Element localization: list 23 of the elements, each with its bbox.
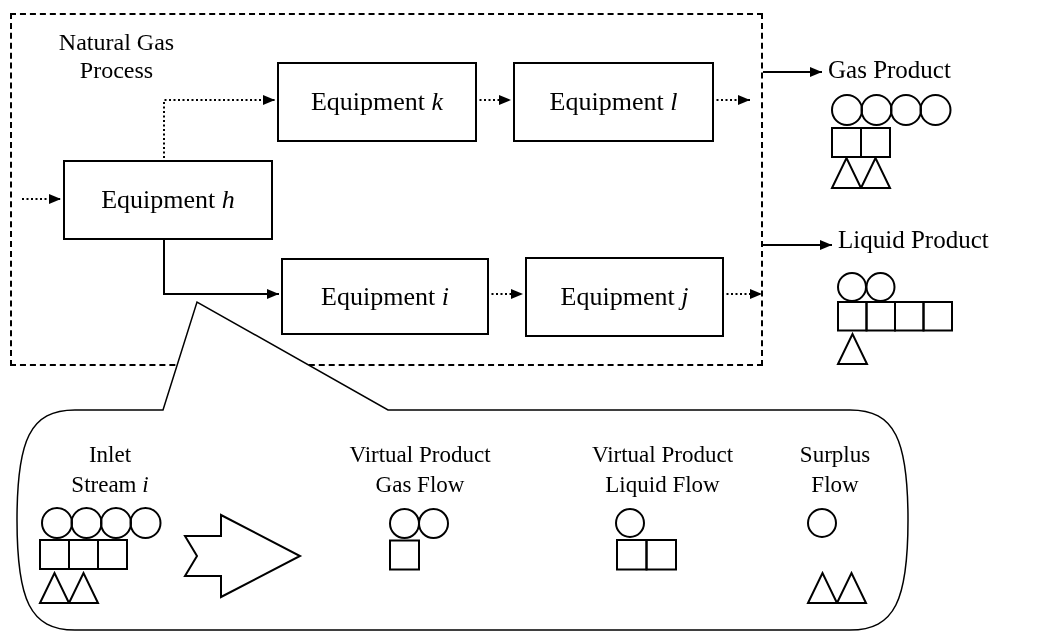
node-label: Equipment l: [549, 87, 678, 117]
process-box: [277, 62, 477, 142]
arrow: [762, 67, 823, 77]
block-arrow: [183, 513, 303, 599]
arrow: [762, 240, 833, 250]
arrow: [163, 237, 280, 299]
node-label: Equipment j: [560, 282, 689, 312]
process-box: [63, 160, 273, 240]
node-label: Equipment h: [101, 185, 235, 215]
node-label: Surplus Flow: [798, 441, 872, 499]
node-label: Natural Gas Process: [57, 29, 176, 85]
process-box: [525, 257, 724, 337]
node-label: Virtual Product Liquid Flow: [590, 441, 735, 499]
process-box: [513, 62, 714, 142]
dotted-arrow: [163, 95, 276, 159]
dotted-arrow: [21, 194, 62, 204]
node-label: Equipment i: [321, 281, 449, 312]
node-label: Liquid Product: [838, 226, 989, 255]
process-box: [281, 258, 489, 335]
node-label: Inlet Stream i: [70, 441, 150, 499]
node-label: Equipment k: [310, 87, 444, 117]
node-label: Gas Product: [828, 56, 951, 85]
node-label: Virtual Product Gas Flow: [348, 441, 492, 499]
